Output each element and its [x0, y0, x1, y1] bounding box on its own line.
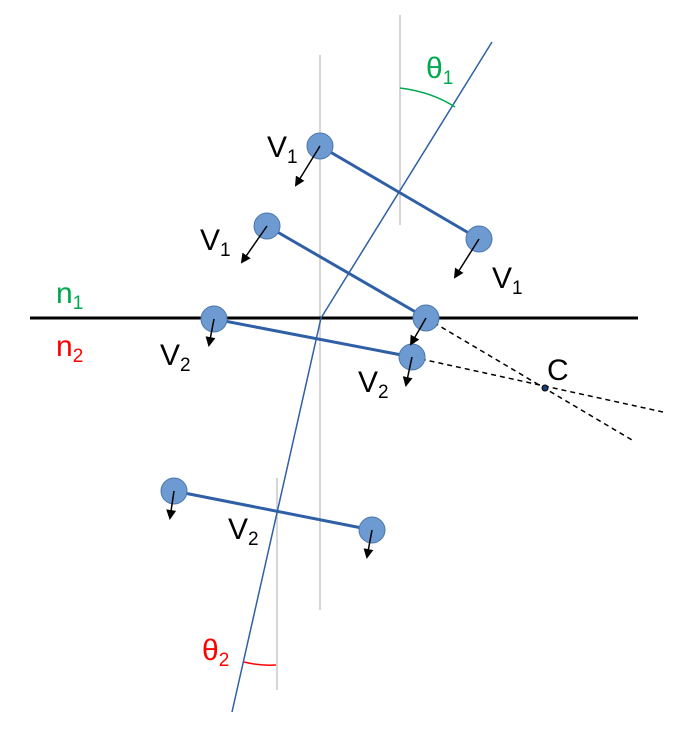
velocity-label: V1 — [267, 131, 298, 168]
construction-line-2 — [411, 356, 664, 413]
velocity-arrow — [453, 238, 480, 279]
velocity-arrow — [205, 318, 216, 347]
rod-1 — [319, 144, 480, 241]
rod-2 — [266, 224, 427, 320]
velocity-arrow — [166, 490, 177, 520]
theta2-label: θ2 — [202, 634, 229, 671]
velocity-arrow — [240, 225, 268, 264]
velocity-label: V1 — [200, 224, 231, 261]
velocity-arrow — [402, 356, 413, 387]
velocity-label: V2 — [228, 513, 259, 550]
refracted-ray — [231, 41, 493, 713]
velocity-label: V2 — [358, 366, 389, 403]
rod-3 — [213, 317, 413, 359]
rod-4 — [173, 489, 373, 532]
point-c — [541, 384, 549, 392]
theta2-arc — [243, 661, 277, 666]
point-c-label: C — [547, 354, 569, 387]
velocity-label: V2 — [160, 339, 191, 376]
velocity-label: V1 — [492, 262, 523, 299]
n2-label: n2 — [56, 330, 83, 367]
theta1-arc — [399, 87, 456, 108]
velocity-arrow — [410, 317, 427, 346]
construction-line-1 — [425, 317, 633, 441]
theta1-label: θ1 — [426, 52, 453, 89]
velocity-arrow — [363, 529, 374, 559]
n1-label: n1 — [56, 277, 83, 314]
velocity-arrow — [294, 145, 321, 187]
